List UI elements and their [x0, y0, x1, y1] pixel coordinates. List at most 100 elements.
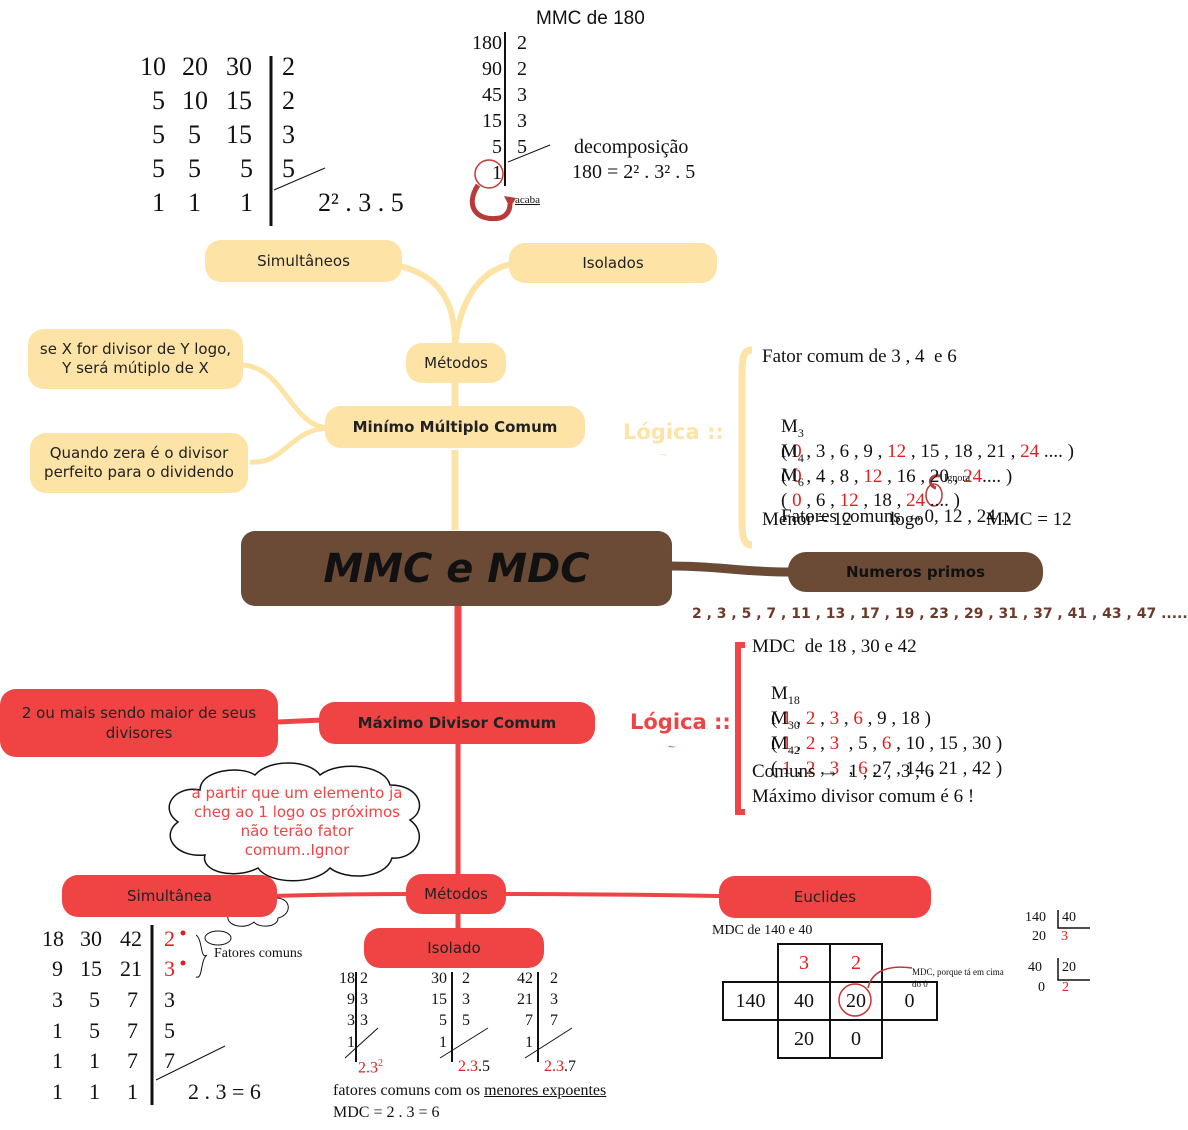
mdc-isolated-result: MDC = 2 . 3 = 6	[333, 1104, 440, 1121]
table-cell: 21	[120, 956, 142, 981]
table-cell: 10	[182, 86, 208, 115]
connector-lines	[150, 32, 1090, 1105]
table-cell: 2	[360, 970, 368, 987]
table-row: 42	[517, 970, 533, 987]
table-cell: 42	[120, 926, 142, 951]
euclid-dividend: 140	[735, 989, 766, 1012]
euclid-divisor-1: 40	[794, 989, 814, 1012]
table-cell: 5	[188, 120, 201, 149]
mmc-logic-label: Lógica ::	[623, 420, 724, 444]
table-row: 5	[152, 86, 165, 115]
table-cell: 3	[462, 991, 470, 1008]
logic-line-m3: M3 ( 0 , 3 , 6 , 9 , 12 , 15 , 18 , 21 ,…	[781, 416, 1074, 462]
mdc-isolated-table-18: 18 2 9 3 3 3 1	[330, 970, 390, 1065]
logic-line-comuns: Comuns → 1 , 2 , 3 , 6	[752, 761, 935, 782]
table-row: 5	[152, 154, 165, 183]
table-row: 15	[431, 991, 447, 1008]
table-cell: 7	[127, 987, 138, 1012]
dividend: 40	[1028, 960, 1042, 975]
mdc-methods-node[interactable]: Métodos	[406, 874, 506, 914]
table-row: 1	[52, 1079, 63, 1104]
table-cell: 1	[127, 1079, 138, 1104]
mdc-isolated-result-30: 2.3.5	[458, 1058, 490, 1075]
decomposition-result: 180 = 2² . 3² . 5	[572, 161, 696, 183]
primes-node[interactable]: Numeros primos	[788, 552, 1043, 592]
remainder: 0	[1038, 980, 1045, 995]
table-cell: 30	[80, 926, 102, 951]
table-cell: 2	[282, 86, 295, 115]
table-cell: 20	[182, 52, 208, 81]
fatores-comuns-label: Fatores comuns	[214, 946, 303, 961]
logic-line-maximo: Máximo divisor comum é 6 !	[752, 786, 975, 807]
table-row: 3	[347, 1012, 355, 1029]
logic-line-title: Fator comum de 3 , 4 e 6	[762, 346, 957, 367]
table-cell: 5	[462, 1012, 470, 1029]
table-cell: 1	[240, 188, 253, 217]
mmc-note-zero[interactable]: Quando zera é o divisor perfeito para o …	[30, 433, 248, 493]
quotient: 2	[1062, 980, 1069, 995]
mmc-title-node[interactable]: Minímo Múltiplo Comum	[325, 406, 585, 448]
table-cell: 5	[89, 987, 100, 1012]
logic-line-m30: M30 ( 1 , 2 , 3 , 5 , 6 , 10 , 15 , 30 )	[771, 708, 1003, 754]
table-cell: 2	[517, 32, 527, 54]
table-cell: 5	[89, 1018, 100, 1043]
remainder: 20	[1032, 929, 1046, 944]
table-cell: 5	[282, 154, 295, 183]
logic-line-fatores: Fatores comuns →0, 12 , 24 ...	[781, 506, 1015, 527]
table-cell: 3	[517, 110, 527, 132]
table-cell: 5	[517, 136, 527, 158]
table-row: 1	[347, 1034, 355, 1051]
table-row: 45	[482, 84, 502, 106]
table-row: 18	[339, 970, 355, 987]
euclid-remainder-2: 0	[851, 1027, 861, 1050]
logic-line-m6: M6 ( 0 , 6 , 12 , 18 , 24 .... )	[781, 465, 960, 511]
logic-line-result: MMC = 12	[986, 509, 1072, 530]
mdc-isolated-result-18: 2.32	[358, 1058, 383, 1077]
logic-line-m42: M42 ( 1 , 2 , 3 , 6 , 7 , 14 , 21 , 42 )	[771, 733, 1003, 779]
quotient: 3	[1061, 929, 1068, 944]
table-row: 10	[140, 52, 166, 81]
mdc-simultaneous-node[interactable]: Simultânea	[62, 875, 277, 917]
table-cell: 15	[226, 120, 252, 149]
table-cell: 3	[164, 956, 175, 981]
mdc-isolated-table-30: 30 2 15 3 5 5 1	[420, 970, 480, 1065]
table-row: 3	[52, 987, 63, 1012]
division-40-by-20: 40 20 0 2	[1028, 960, 1108, 1000]
mmc-simultaneous-table: 10 20 30 2 5 10 15 2 5 5 15 3 5 5 5 5 1 …	[140, 52, 410, 232]
table-cell: 3	[550, 991, 558, 1008]
mmc-logic-box: Fator comum de 3 , 4 e 6 M3 ( 0 , 3 , 6 …	[762, 346, 1142, 536]
euclid-remainder-1: 20	[794, 1027, 814, 1050]
center-title-node[interactable]: MMC e MDC	[241, 531, 672, 606]
table-cell: 2	[462, 970, 470, 987]
primes-list: 2 , 3 , 5 , 7 , 11 , 13 , 17 , 19 , 23 ,…	[692, 606, 1188, 622]
table-cell: 2	[282, 52, 295, 81]
table-cell: 30	[226, 52, 252, 81]
table-row: 9	[52, 956, 63, 981]
table-row: 21	[517, 991, 533, 1008]
mdc-euclides-node[interactable]: Euclides	[719, 876, 931, 918]
mmc-isolated-node[interactable]: Isolados	[509, 243, 717, 283]
table-row: 5	[492, 136, 502, 158]
table-cell: 3	[360, 1012, 368, 1029]
table-cell: 3	[517, 84, 527, 106]
mmc-methods-node[interactable]: Métodos	[406, 343, 506, 383]
mmc-simultaneous-result: 2² . 3 . 5	[318, 188, 404, 217]
mmc-note-divisor[interactable]: se X for divisor de Y logo, Y será mútip…	[28, 329, 243, 389]
logic-line-logo: logo	[890, 509, 924, 530]
mdc-title-node[interactable]: Máximo Divisor Comum	[319, 702, 595, 744]
mdc-note-node[interactable]: 2 ou mais sendo maior de seus divisores	[0, 689, 278, 757]
table-cell: 2	[517, 58, 527, 80]
table-row: 5	[152, 120, 165, 149]
logic-line-menor: Menor = 12	[762, 509, 852, 530]
mdc-isolated-node[interactable]: Isolado	[364, 928, 544, 968]
table-cell: 2	[164, 926, 175, 951]
table-row: 30	[431, 970, 447, 987]
euclid-zero: 0	[904, 989, 915, 1012]
table-row: 15	[482, 110, 502, 132]
euclid-quotient-1: 3	[799, 951, 809, 974]
table-cell: 1	[188, 188, 201, 217]
mdc-logic-label: Lógica ::	[630, 710, 731, 734]
table-row: 180	[472, 32, 502, 54]
dividend: 140	[1025, 910, 1046, 925]
mmc-simultaneous-node[interactable]: Simultâneos	[205, 240, 402, 282]
